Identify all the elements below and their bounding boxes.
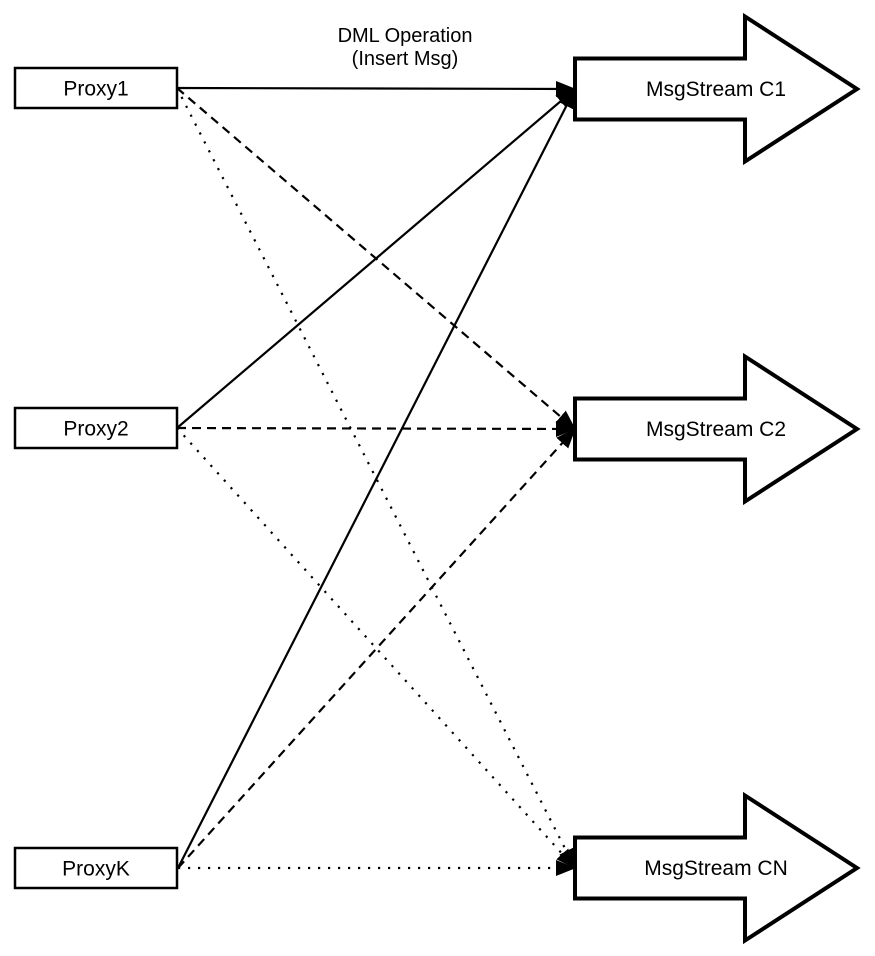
msgstream-c2-label: MsgStream C2 (646, 418, 786, 441)
connection-proxy1-to-c1 (176, 80, 576, 97)
dml-operation-label-line2: (Insert Msg) (352, 48, 459, 70)
connection-proxyk-to-c1 (177, 88, 576, 869)
connection-proxy2-to-c2 (176, 420, 576, 437)
proxy1-node: Proxy1 (13, 66, 179, 110)
proxyk-box (13, 846, 179, 890)
msgstream-c2-arrow (573, 352, 861, 506)
msgstream-c1-arrow (573, 12, 861, 166)
proxy2-box (13, 406, 179, 450)
proxyk-node: ProxyK (13, 846, 179, 890)
msgstream-c1-label: MsgStream C1 (646, 78, 786, 101)
msgstream-cn-node: MsgStream CN (573, 791, 861, 945)
connection-proxyk-to-c2 (177, 428, 576, 869)
proxy1-label: Proxy1 (63, 78, 128, 101)
proxyk-label: ProxyK (62, 858, 130, 881)
msgstream-cn-label: MsgStream CN (644, 857, 788, 880)
proxy2-node: Proxy2 (13, 406, 179, 450)
dml-operation-label-line1: DML Operation (338, 25, 473, 47)
msgstream-c1-node: MsgStream C1 (573, 12, 861, 166)
proxy1-box (13, 66, 179, 110)
msgstream-cn-arrow (573, 791, 861, 945)
msgstream-c2-node: MsgStream C2 (573, 352, 861, 506)
connection-proxy1-to-c2 (176, 87, 576, 430)
proxy2-label: Proxy2 (63, 418, 128, 441)
